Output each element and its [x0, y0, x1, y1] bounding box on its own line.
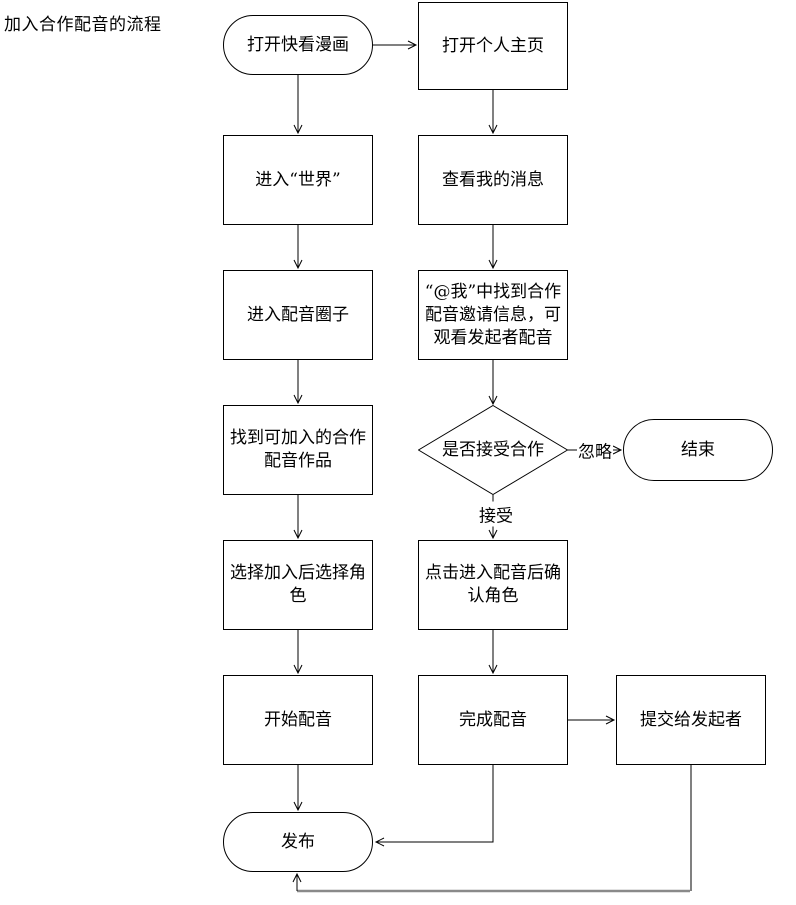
node-find-invitation-label: “@我”中找到合作配音邀请信息，可观看发起者配音 [424, 281, 562, 348]
edge-finish-dubbing-to-publish [374, 765, 494, 847]
edge-label-accept: 接受 [478, 501, 514, 527]
node-start: 打开快看漫画 [223, 15, 373, 75]
node-enter-dubbing-circle-label: 进入配音圈子 [247, 304, 349, 325]
node-find-joinable-work-label: 找到可加入的合作配音作品 [230, 428, 366, 471]
node-finish-dubbing-label: 完成配音 [459, 709, 527, 730]
node-finish-dubbing: 完成配音 [418, 675, 568, 765]
node-choose-role-after-join: 选择加入后选择角色 [223, 540, 373, 630]
node-enter-dubbing-circle: 进入配音圈子 [223, 270, 373, 360]
node-publish-label: 发布 [281, 831, 315, 852]
node-confirm-role-label: 点击进入配音后确认角色 [425, 563, 561, 606]
node-end: 结束 [623, 419, 773, 481]
node-publish: 发布 [223, 812, 373, 872]
node-view-messages-label: 查看我的消息 [442, 169, 544, 190]
node-choose-role-after-join-label: 选择加入后选择角色 [230, 563, 366, 606]
node-enter-world-label: 进入“世界” [255, 169, 341, 190]
node-submit-to-initiator-label: 提交给发起者 [640, 709, 742, 730]
node-view-messages: 查看我的消息 [418, 135, 568, 225]
node-accept-decision-label: 是否接受合作 [442, 439, 544, 460]
edge-label-ignore: 忽略 [577, 437, 613, 463]
node-end-label: 结束 [681, 439, 715, 460]
diamond-shape [418, 405, 568, 495]
node-accept-decision: 是否接受合作 [418, 405, 568, 495]
node-start-dubbing-label: 开始配音 [264, 709, 332, 730]
node-open-homepage-label: 打开个人主页 [442, 35, 544, 56]
node-start-label: 打开快看漫画 [247, 34, 349, 55]
flowchart-title: 加入合作配音的流程 [4, 15, 162, 35]
node-open-homepage: 打开个人主页 [418, 2, 568, 90]
node-enter-world: 进入“世界” [223, 135, 373, 225]
node-start-dubbing: 开始配音 [223, 675, 373, 765]
node-submit-to-initiator: 提交给发起者 [616, 675, 766, 765]
node-find-joinable-work: 找到可加入的合作配音作品 [223, 405, 373, 495]
node-find-invitation: “@我”中找到合作配音邀请信息，可观看发起者配音 [418, 270, 568, 360]
node-confirm-role: 点击进入配音后确认角色 [418, 540, 568, 630]
